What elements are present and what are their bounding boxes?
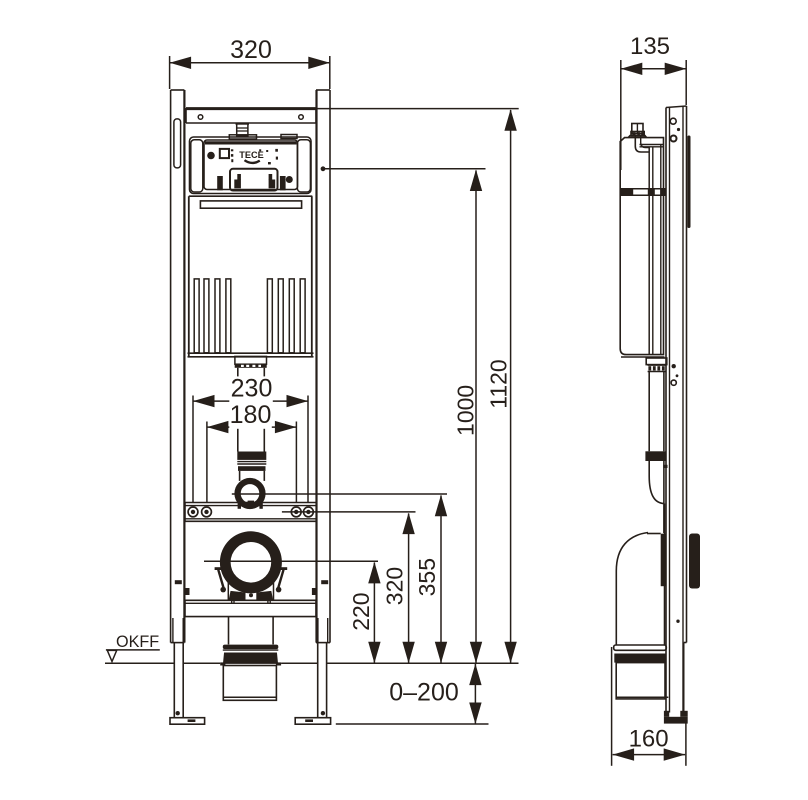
- svg-text:230: 230: [231, 375, 273, 403]
- svg-text:1120: 1120: [486, 359, 512, 408]
- svg-text:0–200: 0–200: [389, 679, 459, 707]
- svg-text:160: 160: [629, 726, 669, 753]
- svg-text:355: 355: [414, 558, 440, 596]
- svg-text:1000: 1000: [453, 385, 479, 436]
- svg-text:220: 220: [348, 592, 374, 630]
- svg-text:180: 180: [230, 401, 272, 429]
- svg-text:OKFF: OKFF: [116, 633, 159, 651]
- svg-text:135: 135: [630, 33, 670, 60]
- svg-text:320: 320: [382, 567, 408, 605]
- svg-text:320: 320: [230, 36, 272, 64]
- svg-text:TECE: TECE: [239, 150, 264, 160]
